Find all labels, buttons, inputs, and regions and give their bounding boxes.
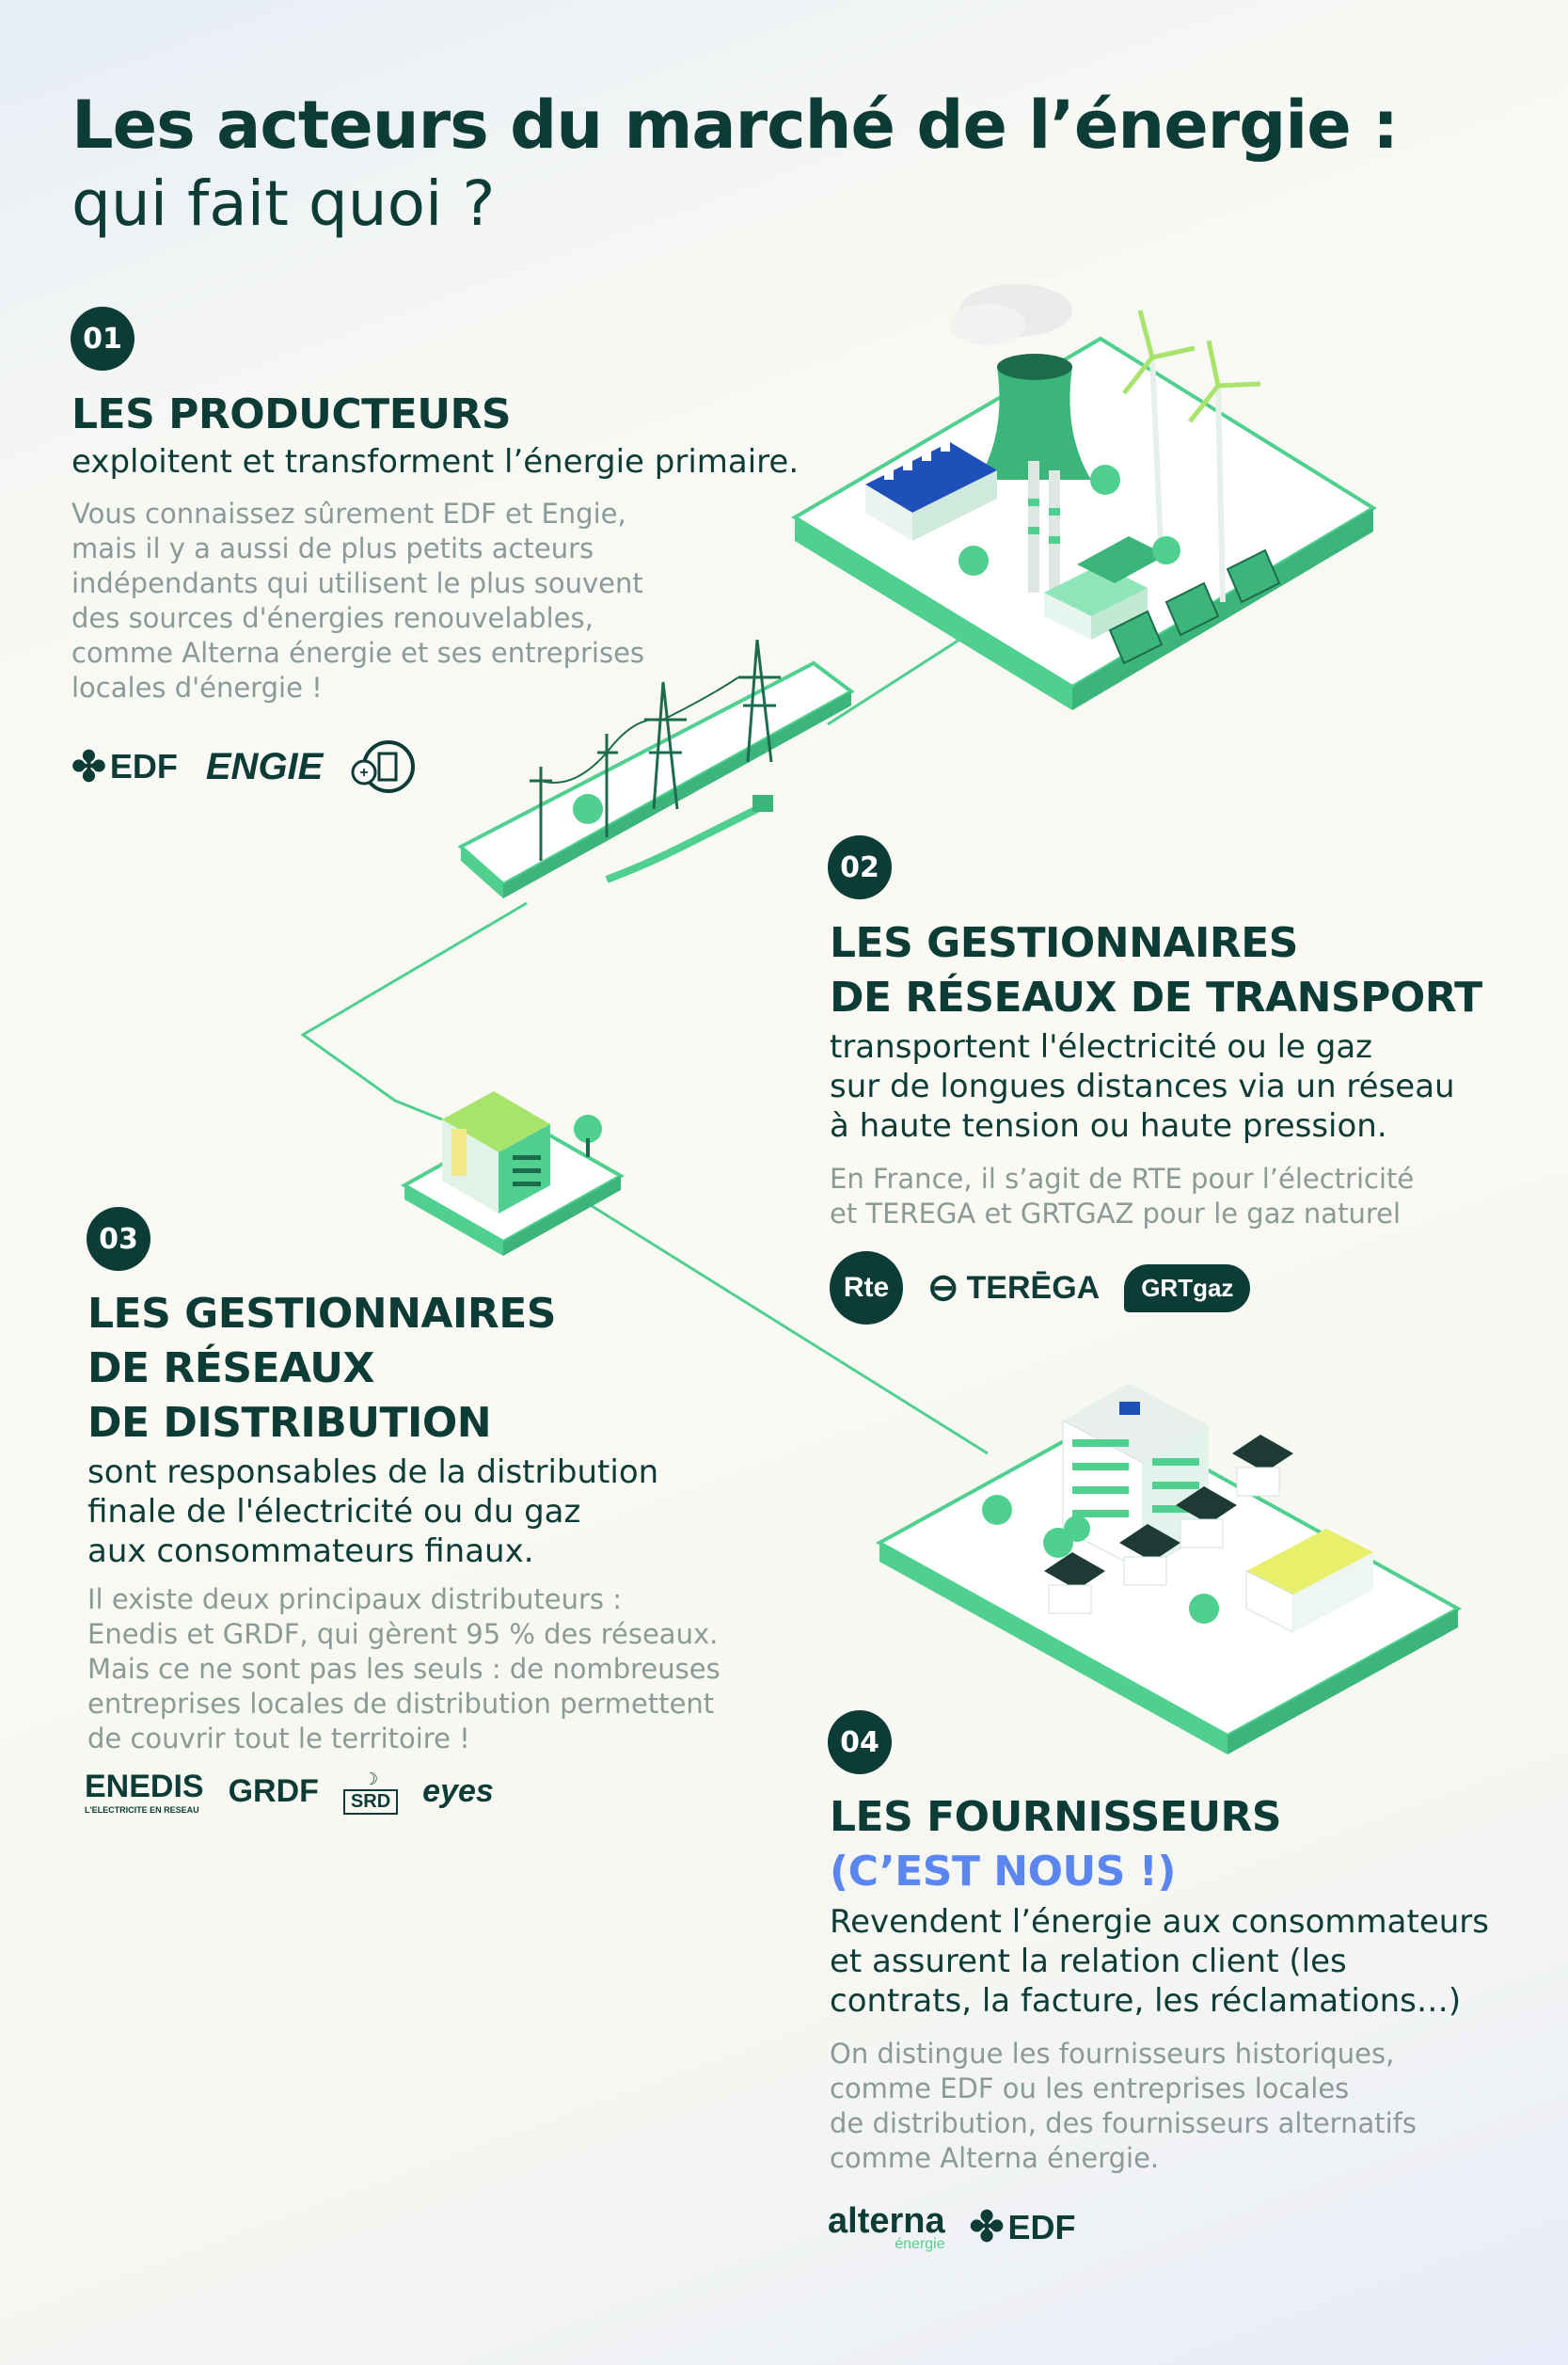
grdf-logo: GRDF	[228, 1773, 319, 1809]
distribution-building-illustration	[400, 1091, 626, 1256]
power-plant-illustration	[791, 284, 1377, 710]
terega-logo: ⊖ TERĒGA	[927, 1267, 1101, 1309]
section-3-heading: LES GESTIONNAIRES DE RÉSEAUX DE DISTRIBU…	[87, 1290, 556, 1447]
section-4-heading-accent: (C’EST NOUS !)	[830, 1848, 1176, 1896]
section-4-lead: Revendent l’énergie aux consommateurs et…	[830, 1903, 1490, 2020]
svg-text:+: +	[360, 765, 369, 781]
section-1-number-badge: 01	[71, 307, 135, 371]
section-2-logos: Rte ⊖ TERĒGA GRTgaz	[830, 1251, 1251, 1325]
edf-flower-icon: ✤	[71, 743, 106, 790]
section-2-lead: transportent l'électricité ou le gaz sur…	[830, 1028, 1455, 1145]
section-4-description: On distingue les fournisseurs historique…	[830, 2038, 1417, 2174]
edf-logo: ✤ EDF	[71, 743, 178, 790]
section-4-heading: LES FOURNISSEURS (C’EST NOUS !)	[830, 1790, 1282, 1899]
section-1-description: Vous connaissez sûrement EDF et Engie, m…	[71, 498, 645, 704]
enedis-logo: ENEDIS L'ELECTRICITE EN RESEAU	[85, 1769, 204, 1815]
edf-flower-icon-2: ✤	[969, 2204, 1005, 2250]
section-4-logos: alterna énergie ✤ EDF	[828, 2201, 1076, 2253]
eyes-logo: eyes	[422, 1773, 494, 1809]
srd-swoosh-icon: ☽	[362, 1769, 379, 1789]
section-3-logos: ENEDIS L'ELECTRICITE EN RESEAU GRDF ☽ SR…	[85, 1769, 494, 1815]
grtgaz-logo: GRTgaz	[1124, 1263, 1251, 1312]
section-2-description: En France, il s’agit de RTE pour l’élect…	[830, 1163, 1415, 1230]
alterna-logo: alterna énergie	[828, 2201, 945, 2252]
page-subtitle: qui fait quoi ?	[71, 167, 496, 240]
consumers-town-illustration	[875, 1383, 1463, 1754]
edf-logo-2: ✤ EDF	[969, 2204, 1076, 2250]
section-3-lead: sont responsables de la distribution fin…	[87, 1453, 659, 1570]
section-2-heading: LES GESTIONNAIRES DE RÉSEAUX DE TRANSPOR…	[830, 919, 1482, 1022]
section-1-lead: exploitent et transforment l’énergie pri…	[71, 443, 800, 481]
section-2-number-badge: 02	[828, 835, 892, 899]
srd-logo: ☽ SRD	[342, 1769, 399, 1815]
local-energy-icon: +	[351, 738, 417, 795]
engie-logo: ENGIE	[205, 745, 324, 787]
section-3-description: Il existe deux principaux distributeurs …	[87, 1583, 721, 1754]
section-1-heading: LES PRODUCTEURS	[71, 390, 512, 438]
terega-swirl-icon: ⊖	[927, 1267, 959, 1309]
section-4-number-badge: 04	[828, 1710, 892, 1774]
power-lines-illustration	[457, 639, 855, 898]
section-3-number-badge: 03	[87, 1207, 150, 1271]
page-title: Les acteurs du marché de l’énergie :	[71, 87, 1399, 164]
section-1-logos: ✤ EDF ENGIE +	[71, 738, 417, 795]
rte-logo: Rte	[830, 1251, 903, 1325]
